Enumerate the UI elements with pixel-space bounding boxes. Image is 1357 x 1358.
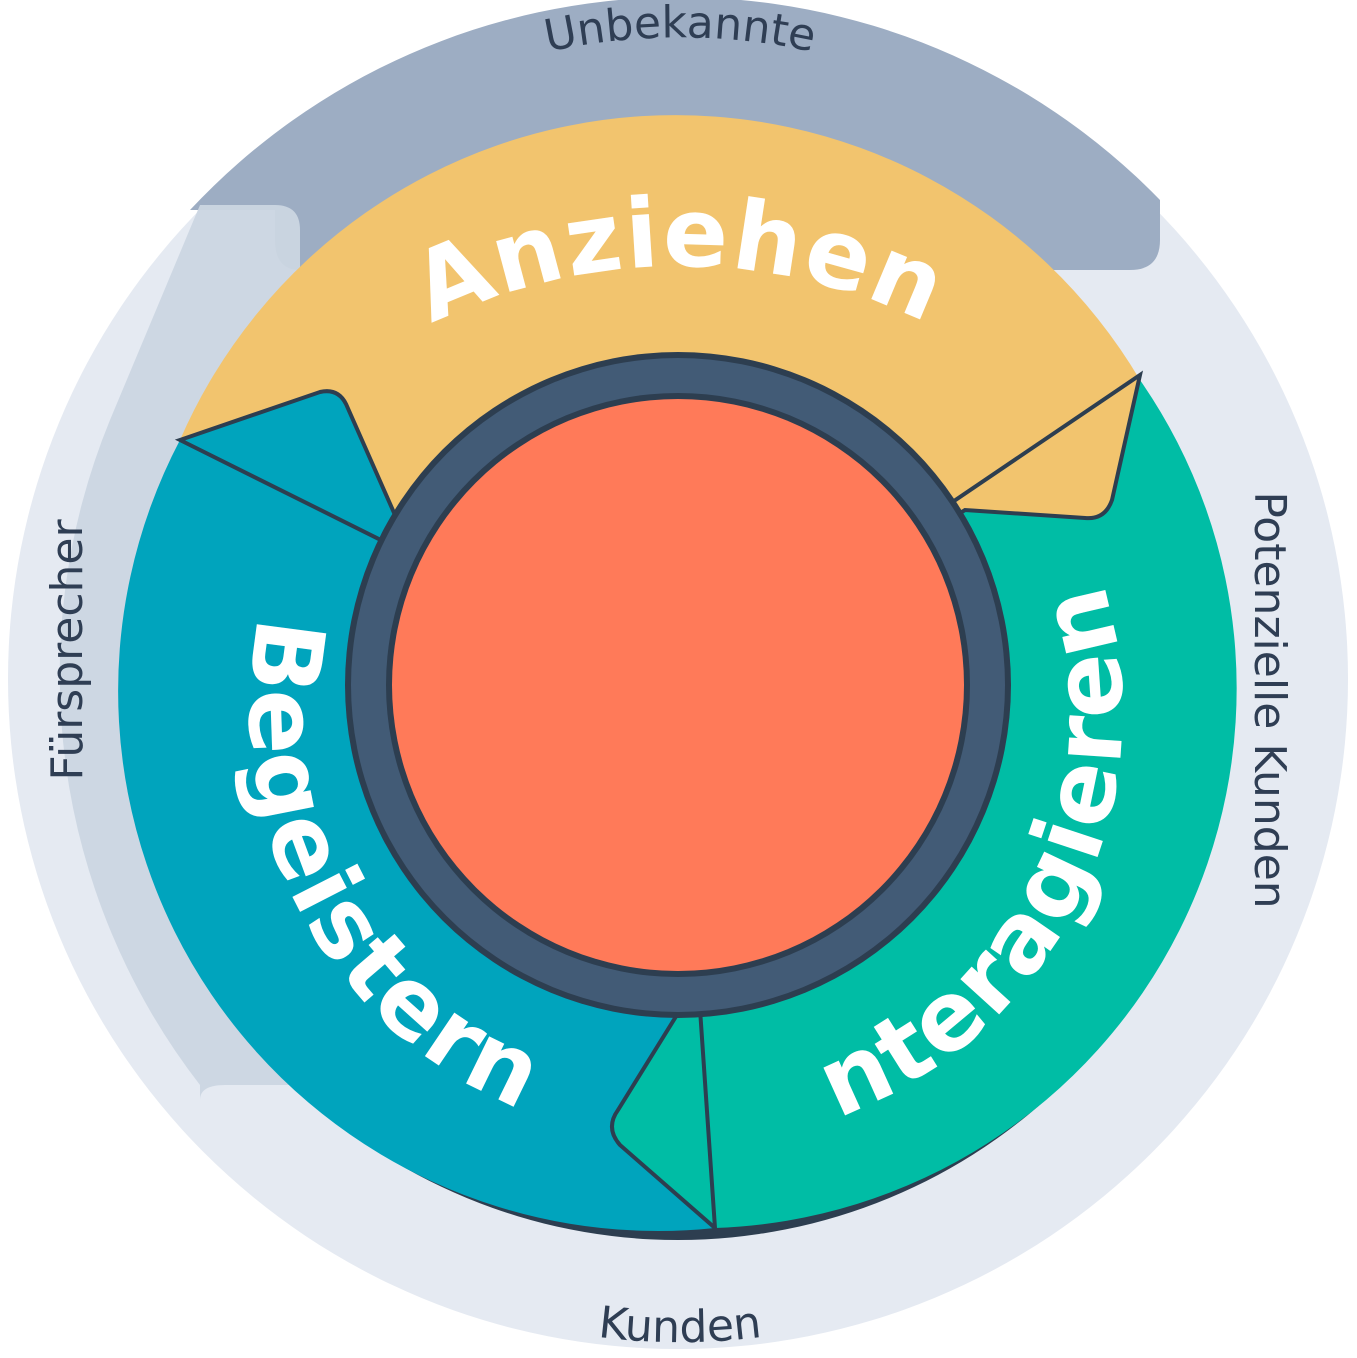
outer-label-right: Potenzielle Kunden bbox=[1244, 491, 1295, 908]
hub-core bbox=[392, 399, 964, 971]
engage-arrow-head bbox=[610, 687, 718, 1233]
outer-label-left: Fürsprecher bbox=[42, 519, 93, 781]
outer-label-bottom: Kunden bbox=[596, 1297, 763, 1353]
